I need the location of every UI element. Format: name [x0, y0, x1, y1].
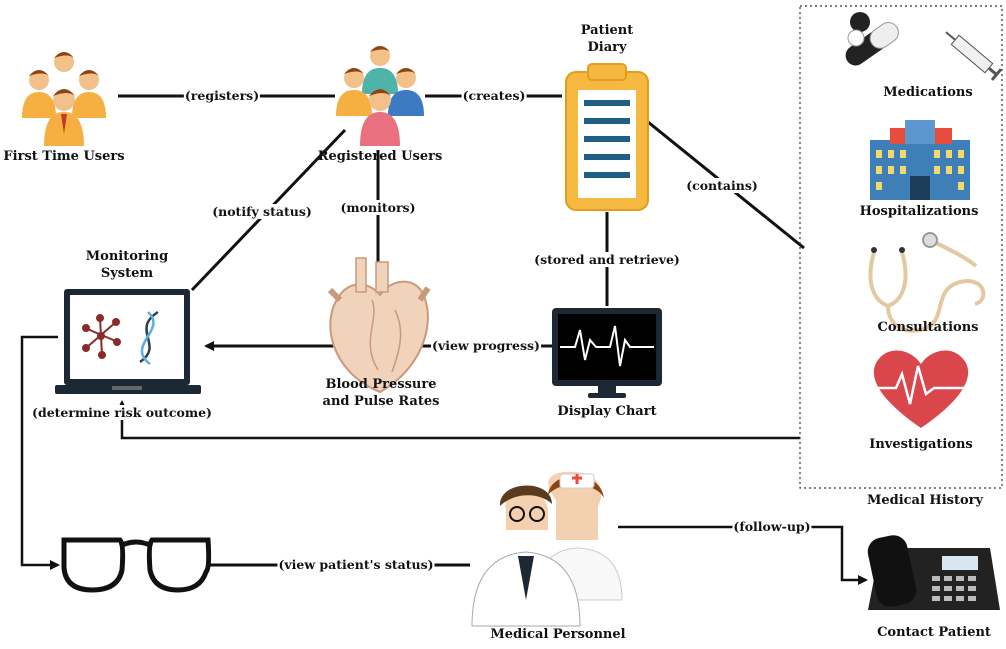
edge-label-follow-up: (follow-up)	[732, 519, 812, 534]
label-medications: Medications	[883, 85, 973, 100]
label-medical-personnel: Medical Personnel	[490, 627, 626, 642]
edge-label-view-patient-status: (view patient's status)	[277, 557, 435, 572]
label-contact-patient: Contact Patient	[877, 625, 991, 640]
medical-personnel-icon	[471, 471, 623, 627]
first-time-users-icon	[22, 52, 106, 146]
edge-history-to-monitor	[117, 400, 800, 440]
edge-monitor-to-glasses	[20, 335, 60, 570]
patient-diary-clipboard-icon	[565, 63, 649, 211]
label-patient-diary-line1: Patient	[580, 23, 634, 38]
heart-icon	[327, 257, 431, 394]
edge-label-notify-status: (notify status)	[211, 204, 313, 219]
label-consultations: Consultations	[877, 320, 979, 335]
medications-icon	[845, 12, 1003, 81]
edge-label-creates: (creates)	[461, 88, 527, 103]
stethoscope-chestpiece-icon	[922, 232, 938, 248]
label-first-time-users: First Time Users	[3, 149, 125, 164]
label-hospitalizations: Hospitalizations	[859, 204, 979, 219]
telephone-icon	[867, 535, 1000, 610]
label-monitoring-line2: System	[100, 266, 154, 281]
label-patient-diary-line2: Diary	[587, 40, 627, 55]
edge-label-contains: (contains)	[685, 178, 759, 193]
edge-label-monitors: (monitors)	[339, 200, 417, 215]
edge-follow-up	[618, 525, 868, 585]
edge-label-registers: (registers)	[183, 88, 261, 103]
label-medical-history: Medical History	[866, 493, 984, 508]
label-monitoring-line1: Monitoring	[85, 249, 169, 264]
medical-history-box	[799, 5, 1003, 489]
stethoscope-icon	[868, 238, 986, 333]
monitoring-system-laptop-icon	[55, 289, 201, 394]
label-registered-users: Registered Users	[317, 149, 443, 164]
hospital-icon	[870, 120, 970, 200]
label-display-chart: Display Chart	[557, 404, 657, 419]
display-chart-monitor-icon	[552, 308, 662, 398]
label-blood-pressure-line1: Blood Pressure	[325, 377, 437, 392]
label-blood-pressure-line2: and Pulse Rates	[322, 394, 440, 409]
edge-label-determine-risk: (determine risk outcome)	[31, 405, 213, 420]
edge-label-view-progress: (view progress)	[431, 338, 541, 353]
label-investigations: Investigations	[869, 437, 973, 452]
eyeglasses-icon	[61, 537, 212, 593]
investigations-heart-icon	[872, 350, 972, 428]
registered-users-icon	[336, 46, 424, 146]
edge-label-stored-retrieve: (stored and retrieve)	[533, 252, 681, 267]
